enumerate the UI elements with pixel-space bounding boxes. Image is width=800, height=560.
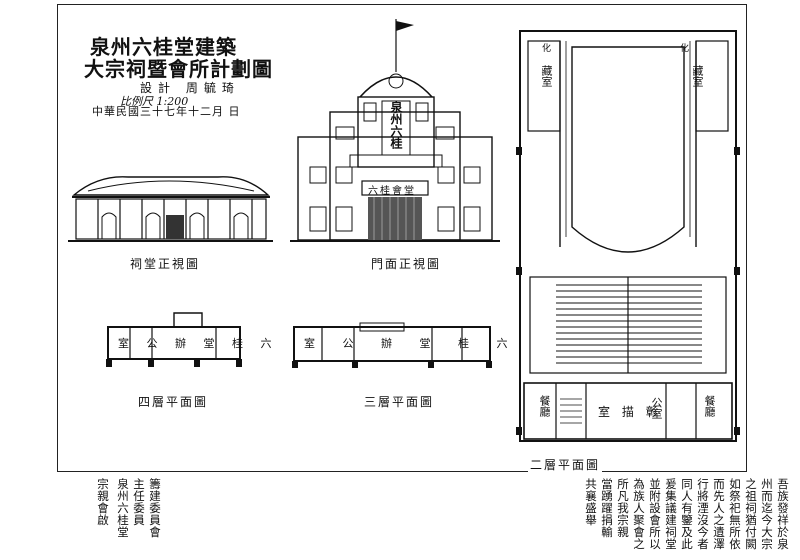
text-column: 為族人聚會之 (632, 478, 645, 550)
plan-title-line2: 大宗祠暨會所計劃圖 (84, 57, 273, 81)
fourth-floor-plan-caption: 四層平面圖 (138, 395, 209, 409)
gate-elevation-drawing (290, 19, 500, 242)
ancestral-hall-elevation-drawing (68, 176, 273, 242)
text-column: 宗親會啟 (96, 478, 109, 526)
text-column: 同人有鑒及此 (680, 478, 693, 550)
text-column: 當踴躍捐輸 (600, 478, 613, 538)
text-column: 吾族發祥於泉 (776, 478, 789, 550)
gate-elevation-caption: 門面正視圖 (371, 257, 442, 271)
text-column: 泉州六桂堂 (116, 478, 129, 538)
text-column: 所凡我宗親 (616, 478, 629, 538)
text-column: 如祭祀無所依 (728, 478, 741, 550)
plan-bottom-left: 餐廳 (538, 395, 551, 417)
scale-note: 比例尺 1:200 (120, 95, 189, 108)
designer-credit: 設計 周毓琦 (140, 81, 240, 95)
second-floor-plan-caption: 二層平面圖 (528, 456, 603, 473)
text-column: 籌建委員會 (148, 478, 161, 538)
plan-lobby: 室 描 彰 (598, 405, 662, 419)
text-column: 行將湮沒今者 (696, 478, 709, 550)
plan-bottom-right: 餐廳 (703, 395, 716, 417)
text-column: 爰集議建祠堂 (664, 478, 677, 550)
second-floor-room-right: 藏室 (691, 65, 704, 87)
ancestral-hall-elevation-caption: 祠堂正視圖 (130, 257, 201, 271)
fourth-floor-plan-drawing (106, 312, 242, 367)
text-column: 並附設會所以 (648, 478, 661, 550)
text-column: 州而迄今大宗 (760, 478, 773, 550)
third-floor-plan-caption: 三層平面圖 (364, 395, 435, 409)
plan-title-line1: 泉州六桂堂建築 (90, 35, 237, 59)
gate-sign: 六桂會堂 (368, 186, 416, 197)
plan-date: 中華民國三十七年十二月 日 (92, 105, 241, 118)
second-floor-room-left: 藏室 (540, 65, 553, 87)
drawing-plate: 泉州六桂堂建築 大宗祠暨會所計劃圖 設計 周毓琦 比例尺 1:200 中華民國三… (57, 4, 747, 473)
text-column: 之祖祠猶付闕 (744, 478, 757, 550)
plan-office: 公室 (650, 397, 663, 419)
plan-mark-left: 化 (542, 44, 552, 54)
third-floor-rooms: 室 公 辦 堂 桂 六 (304, 337, 520, 350)
gate-tower-label: 泉州六桂 (389, 101, 403, 149)
third-floor-plan-drawing (292, 322, 492, 368)
text-column: 主任委員 (132, 478, 145, 526)
text-column: 而先人之遺澤 (712, 478, 725, 550)
second-floor-plan-drawing (516, 30, 740, 442)
text-column: 共襄盛舉 (584, 478, 597, 526)
fourth-floor-rooms: 室 公 辦 堂 桂 六 (118, 337, 279, 350)
plan-mark-right: 化 (680, 44, 690, 54)
